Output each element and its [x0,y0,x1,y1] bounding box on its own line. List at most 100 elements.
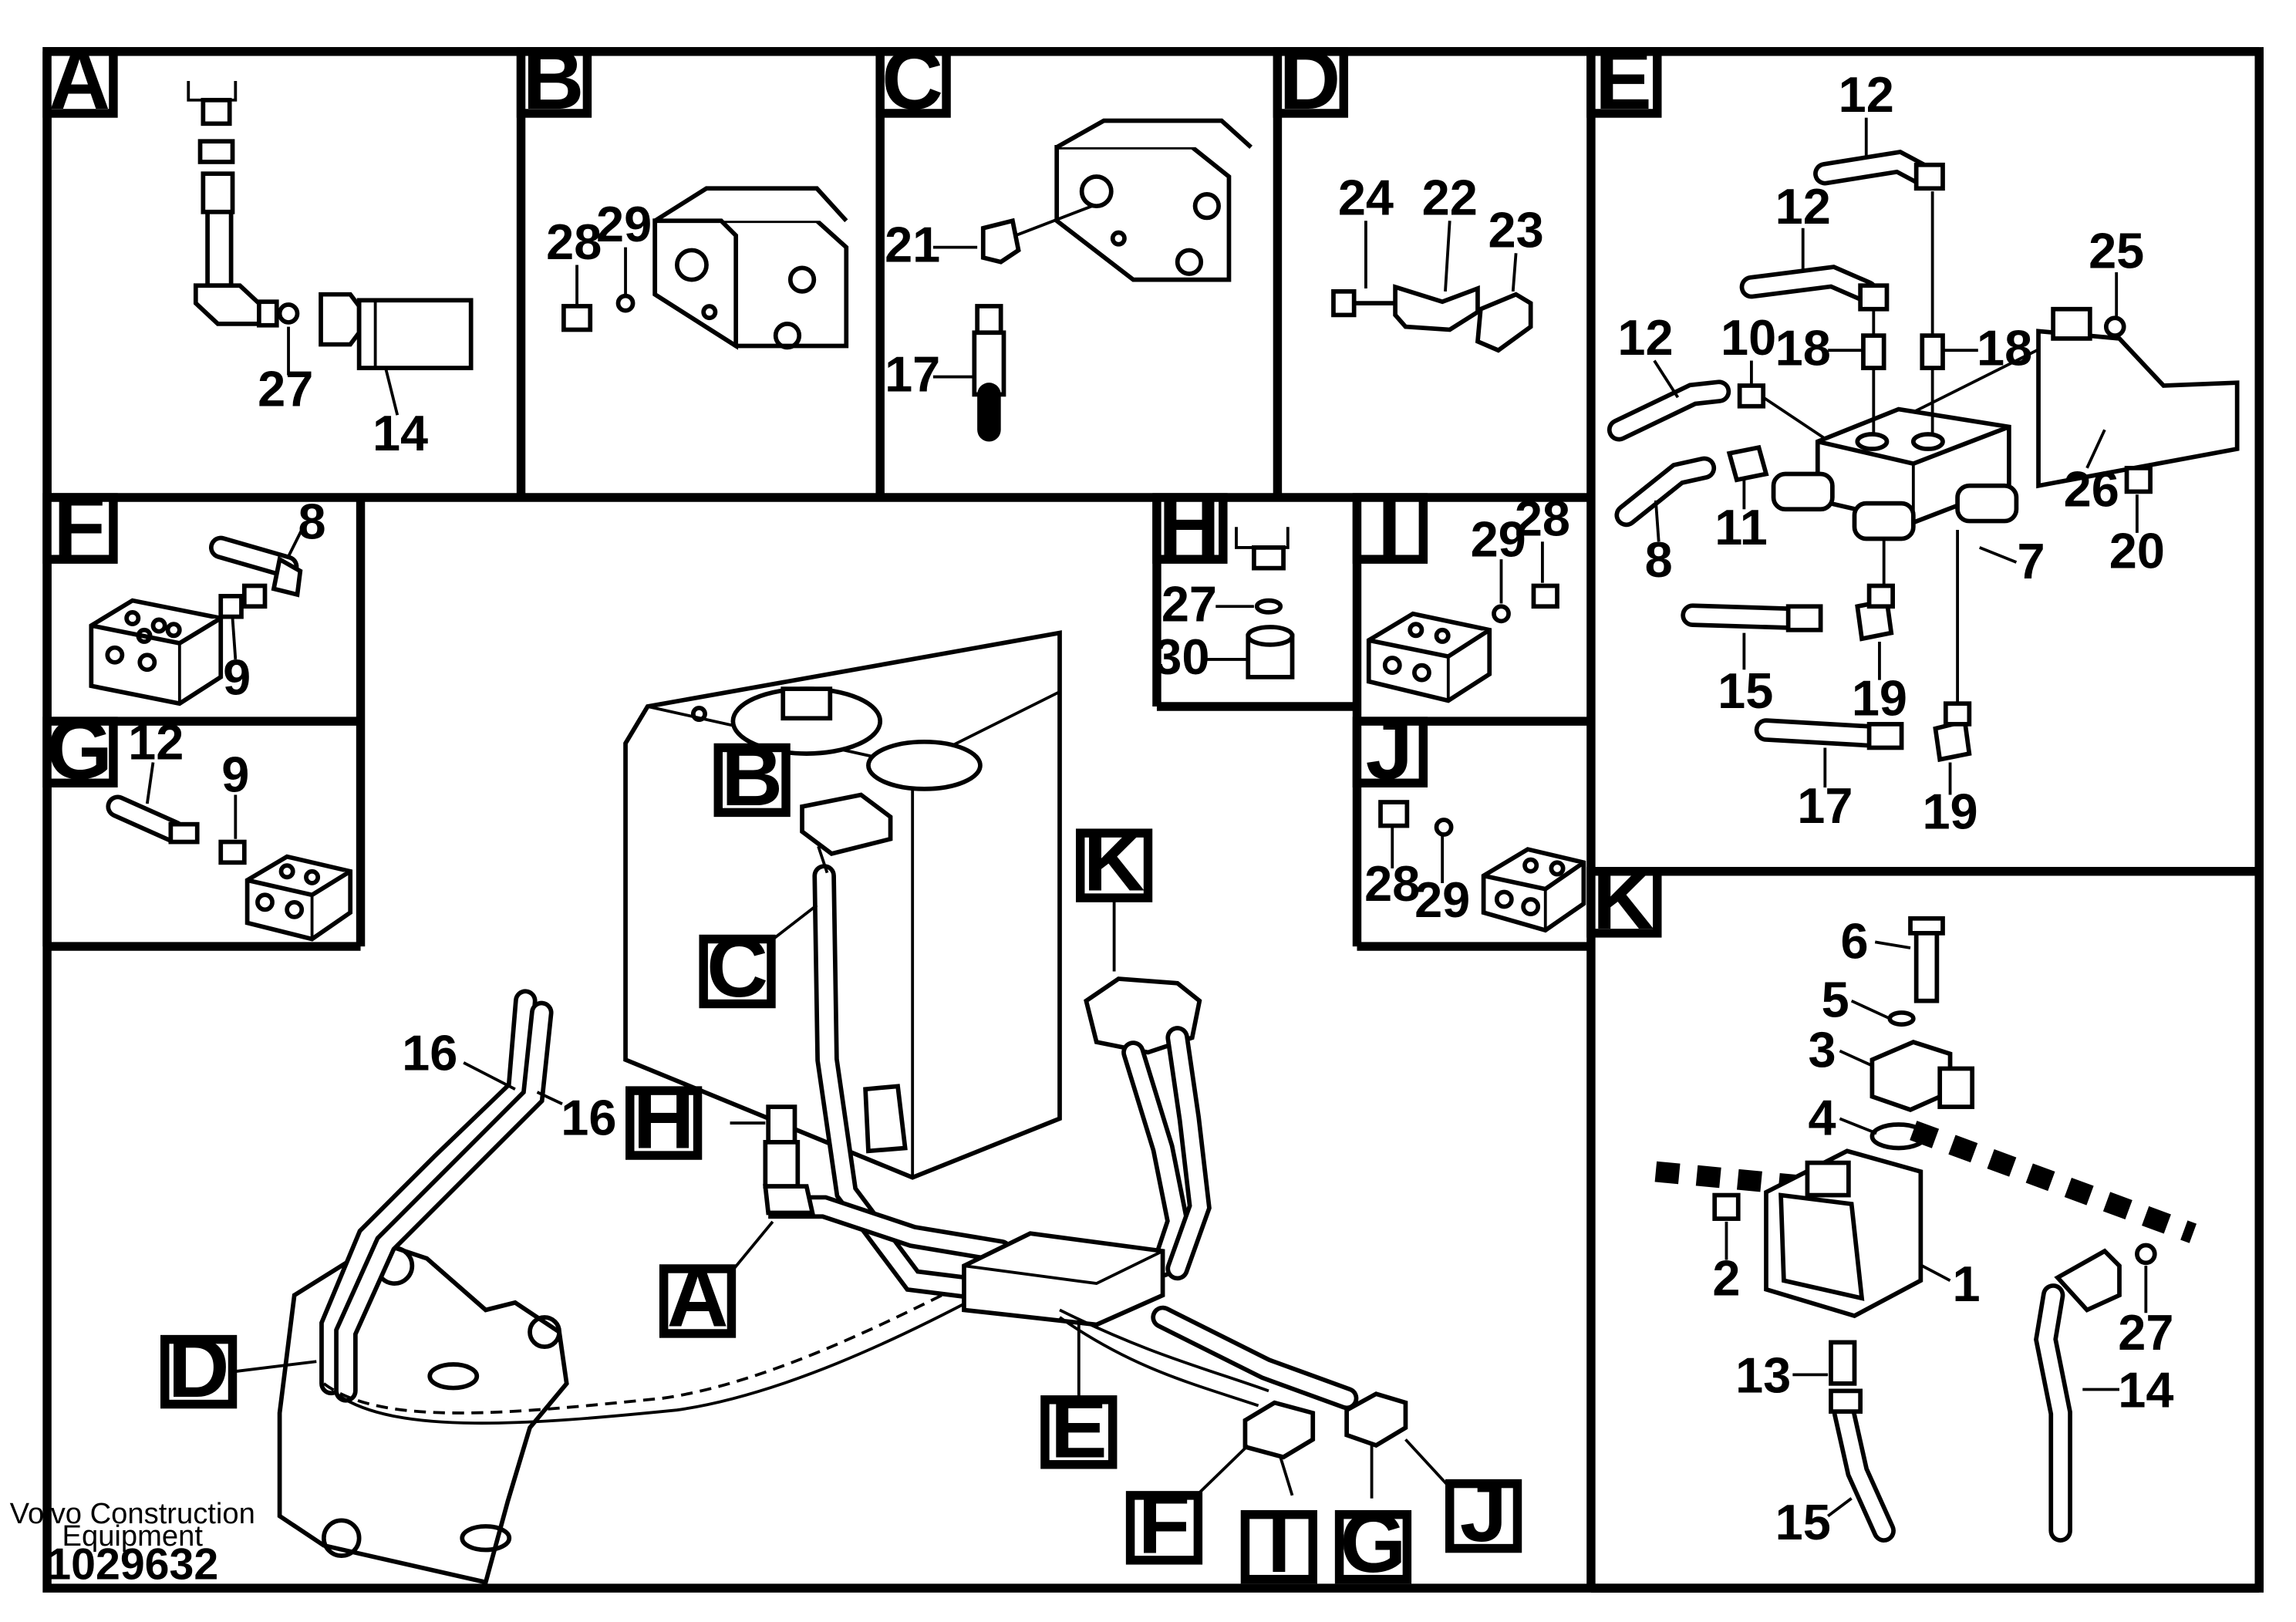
callout-i-29: 29 [1471,511,1526,567]
callout-k-15: 15 [1775,1494,1831,1550]
panel-b-drawing: 28 29 [546,186,849,350]
main-tag-k: K [1075,814,1153,909]
panel-c-drawing: 21 17 [885,118,1253,442]
panel-j-letter: J [1366,703,1414,798]
panel-b-letter: B [523,32,585,127]
callout-e-12b: 12 [1775,178,1831,234]
main-tag-h-letter: H [633,1072,695,1167]
panel-g-drawing: 12 9 [106,714,353,942]
panel-k-tag: K [1586,852,1662,947]
callout-main-16b: 16 [561,1089,616,1145]
callout-j-28: 28 [1364,855,1420,912]
main-tag-e-letter: E [1050,1381,1108,1475]
panel-f-tag: F [42,478,118,573]
callout-k-14: 14 [2118,1361,2173,1418]
callout-e-18b: 18 [1977,319,2032,376]
panel-e-tag: E [1586,32,1662,127]
callout-e-19a: 19 [1852,669,1907,726]
callout-e-12a: 12 [1839,66,1894,123]
document-number: 1029632 [46,1540,218,1590]
panel-i-drawing: 29 28 [1366,491,1570,703]
panel-e-drawing: 12 12 12 18 18 25 10 26 20 11 7 8 15 19 … [1607,66,2240,839]
callout-d-23: 23 [1488,202,1543,258]
callout-c-21: 21 [885,217,940,273]
panel-b-tag: B [516,32,592,127]
callout-e-19b: 19 [1922,783,1977,839]
callout-k-6: 6 [1840,912,1868,969]
main-view-letter-tags: B C K H A D E F I G J [160,729,1522,1590]
callout-k-3: 3 [1808,1022,1836,1078]
panel-k-drawing: 6 5 3 4 2 1 27 13 14 15 [1654,912,2197,1550]
callout-j-29: 29 [1414,872,1470,928]
callout-k-5: 5 [1822,972,1849,1028]
main-tag-j-letter: J [1460,1465,1508,1560]
panel-e-letter: E [1595,32,1652,127]
brand-line-2: Equipment [62,1519,204,1553]
callout-e-17: 17 [1797,777,1853,834]
callout-k-2: 2 [1712,1249,1740,1306]
panel-f-drawing: 8 9 [89,493,326,706]
main-tag-a-letter: A [667,1249,729,1344]
main-tag-g: G [1334,1496,1412,1590]
callout-e-18a: 18 [1775,319,1831,376]
callout-b-28: 28 [546,214,602,270]
callout-b-29: 29 [596,196,652,252]
main-tag-i: I [1240,1496,1317,1590]
panel-h-letter: H [1158,478,1220,573]
main-tag-b-letter: B [721,729,783,824]
panel-d-letter: D [1279,32,1340,127]
callout-e-26: 26 [2064,460,2119,517]
panel-h-drawing: 27 30 [1154,527,1295,685]
panel-g-tag: G [42,703,118,798]
panel-j-drawing: 28 29 [1364,800,1586,933]
callout-e-12c: 12 [1617,309,1673,366]
callout-e-10: 10 [1721,309,1776,366]
panel-c-tag: C [875,32,951,127]
main-tag-g-letter: G [1340,1496,1406,1590]
panel-d-tag: D [1273,32,1349,127]
panel-j-tag: J [1352,703,1428,798]
panel-a-drawing: 27 14 [187,80,474,461]
panel-a-tag: A [42,32,118,127]
main-tag-c-letter: C [706,920,768,1015]
footer: Volvo Construction Equipment 1029632 [10,1497,255,1590]
main-tag-i-letter: I [1267,1496,1291,1590]
panel-a-letter: A [49,32,110,127]
main-tag-d-letter: D [168,1320,230,1415]
callout-e-11: 11 [1714,499,1768,555]
callout-f-8: 8 [298,493,326,549]
callout-i-28: 28 [1515,491,1570,547]
callout-g-9: 9 [221,747,249,803]
panel-d-drawing: 24 22 23 [1331,170,1544,353]
main-tag-j: J [1445,1465,1522,1560]
brand-line-1: Volvo Construction [10,1497,255,1530]
main-assembly-drawing: 16 16 [232,630,1458,1585]
callout-k-13: 13 [1735,1347,1791,1403]
main-tag-f: F [1125,1476,1203,1571]
callout-c-17: 17 [885,346,940,403]
callout-k-1: 1 [1952,1256,1980,1312]
main-tag-e: E [1040,1381,1118,1475]
callout-h-27: 27 [1161,575,1217,632]
callout-e-15: 15 [1718,663,1773,719]
panel-g-letter: G [46,703,113,798]
panel-h-tag: H [1152,478,1228,573]
main-tag-c: C [699,920,776,1015]
main-tag-a: A [659,1249,737,1344]
callout-e-8: 8 [1645,531,1673,588]
callout-k-27: 27 [2118,1304,2173,1361]
main-tag-b: B [713,729,791,824]
callout-a-14: 14 [373,405,428,461]
main-tag-d: D [160,1320,238,1415]
callout-e-7: 7 [2017,533,2045,589]
callout-d-22: 22 [1422,170,1478,226]
callout-h-30: 30 [1154,629,1209,685]
panel-k-letter: K [1593,852,1654,947]
callout-main-16a: 16 [402,1024,457,1081]
main-tag-k-letter: K [1084,814,1145,909]
panel-i-letter: I [1377,478,1401,573]
main-tag-h: H [625,1072,703,1167]
callout-d-24: 24 [1338,170,1394,226]
panel-f-letter: F [53,478,106,573]
